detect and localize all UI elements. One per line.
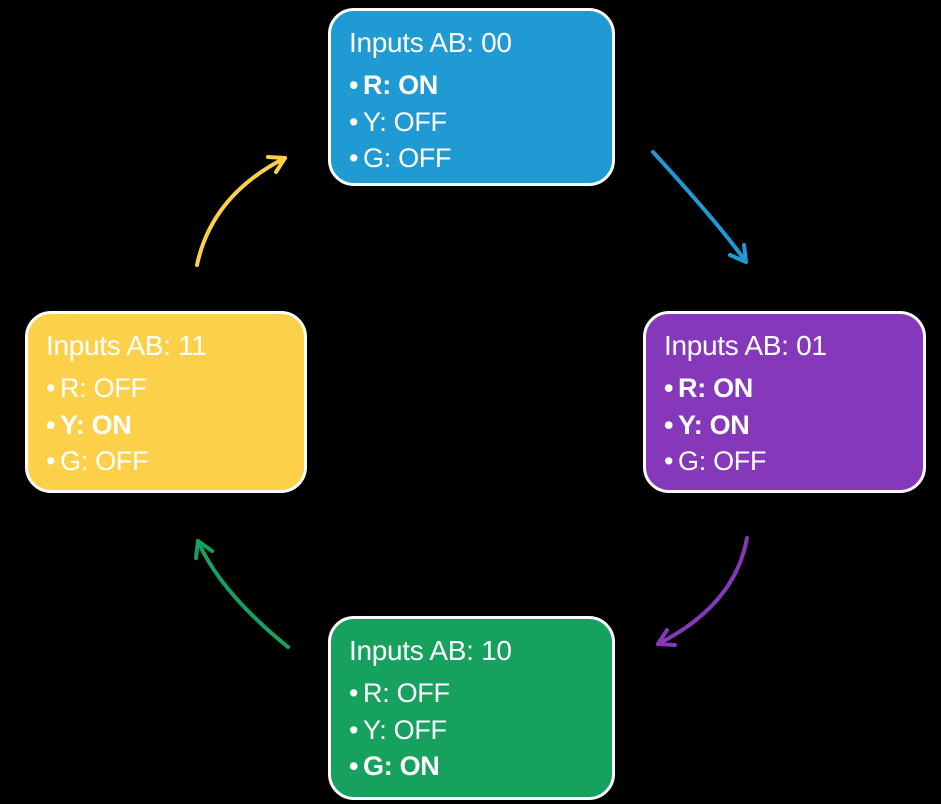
output-label: G: ON [363,751,440,781]
state-box-10: Inputs AB: 10 • R: OFF • Y: OFF • G: ON [328,616,615,800]
state-output-y: • Y: ON [46,407,286,444]
state-output-list: • R: OFF • Y: ON • G: OFF [46,370,286,480]
state-output-r: • R: ON [664,370,905,407]
output-label: G: OFF [60,446,149,476]
state-output-r: • R: OFF [46,370,286,407]
state-output-list: • R: OFF • Y: OFF • G: ON [349,675,594,785]
state-title: Inputs AB: 01 [664,330,827,361]
state-title: Inputs AB: 11 [46,330,207,361]
state-output-y: • Y: ON [664,407,905,444]
state-output-g: • G: OFF [664,443,905,480]
output-label: R: ON [363,70,438,100]
state-output-g: • G: ON [349,748,594,785]
state-output-r: • R: ON [349,67,594,104]
bullet-icon: • [46,446,56,476]
bullet-icon: • [664,373,674,403]
bullet-icon: • [46,373,56,403]
bullet-icon: • [664,409,674,440]
state-title: Inputs AB: 00 [349,27,512,58]
state-output-g: • G: OFF [46,443,286,480]
output-label: G: OFF [363,143,452,173]
arrow-00-to-01 [651,150,748,264]
arrow-00-to-01-curve [651,150,748,264]
output-label: Y: OFF [363,106,447,137]
bullet-icon: • [349,106,359,137]
state-output-g: • G: OFF [349,140,594,177]
bullet-icon: • [664,446,674,476]
state-output-list: • R: ON • Y: OFF • G: OFF [349,67,594,177]
output-label: Y: ON [678,409,750,440]
bullet-icon: • [349,751,359,781]
output-label: Y: OFF [363,714,447,745]
state-box-01: Inputs AB: 01 • R: ON • Y: ON • G: OFF [643,311,926,493]
state-output-y: • Y: OFF [349,712,594,749]
bullet-icon: • [349,70,359,100]
output-label: R: OFF [60,373,147,403]
arrow-10-to-11-head-icon [194,539,214,560]
arrow-01-to-10 [656,536,749,647]
arrow-11-to-00-curve [195,156,287,267]
output-label: R: ON [678,373,753,403]
state-output-list: • R: ON • Y: ON • G: OFF [664,370,905,480]
bullet-icon: • [349,143,359,173]
arrow-00-to-01-head-icon [728,243,748,264]
state-box-11: Inputs AB: 11 • R: OFF • Y: ON • G: OFF [25,311,307,493]
output-label: G: OFF [678,446,767,476]
bullet-icon: • [46,409,56,440]
arrow-01-to-10-curve [656,536,749,646]
state-output-y: • Y: OFF [349,104,594,141]
arrow-10-to-11 [194,539,290,649]
arrow-11-to-00 [195,155,287,267]
state-box-00: Inputs AB: 00 • R: ON • Y: OFF • G: OFF [328,8,615,186]
bullet-icon: • [349,714,359,745]
state-title: Inputs AB: 10 [349,635,512,666]
output-label: R: OFF [363,678,450,708]
bullet-icon: • [349,678,359,708]
arrow-01-to-10-head-icon [656,628,677,647]
arrow-11-to-00-head-icon [266,155,287,174]
arrow-10-to-11-curve [196,539,290,649]
output-label: Y: ON [60,409,132,440]
state-output-r: • R: OFF [349,675,594,712]
